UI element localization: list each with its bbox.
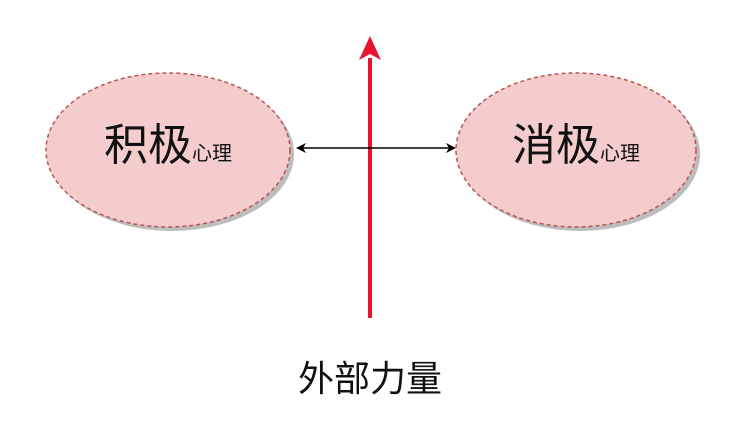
positive-node-suffix-text: 心理 [192,141,232,165]
negative-node-label: 消极 心理 [456,124,696,176]
negative-node-ellipse [455,72,697,228]
force-label: 外部力量 [297,359,442,400]
positive-node-main-text: 积极 [104,120,192,171]
positive-node-ellipse [45,72,291,228]
positive-node-label: 积极 心理 [46,124,290,176]
negative-node-main-text: 消极 [512,120,600,171]
force-arrow-head [359,36,381,60]
negative-node-suffix-text: 心理 [600,141,640,165]
